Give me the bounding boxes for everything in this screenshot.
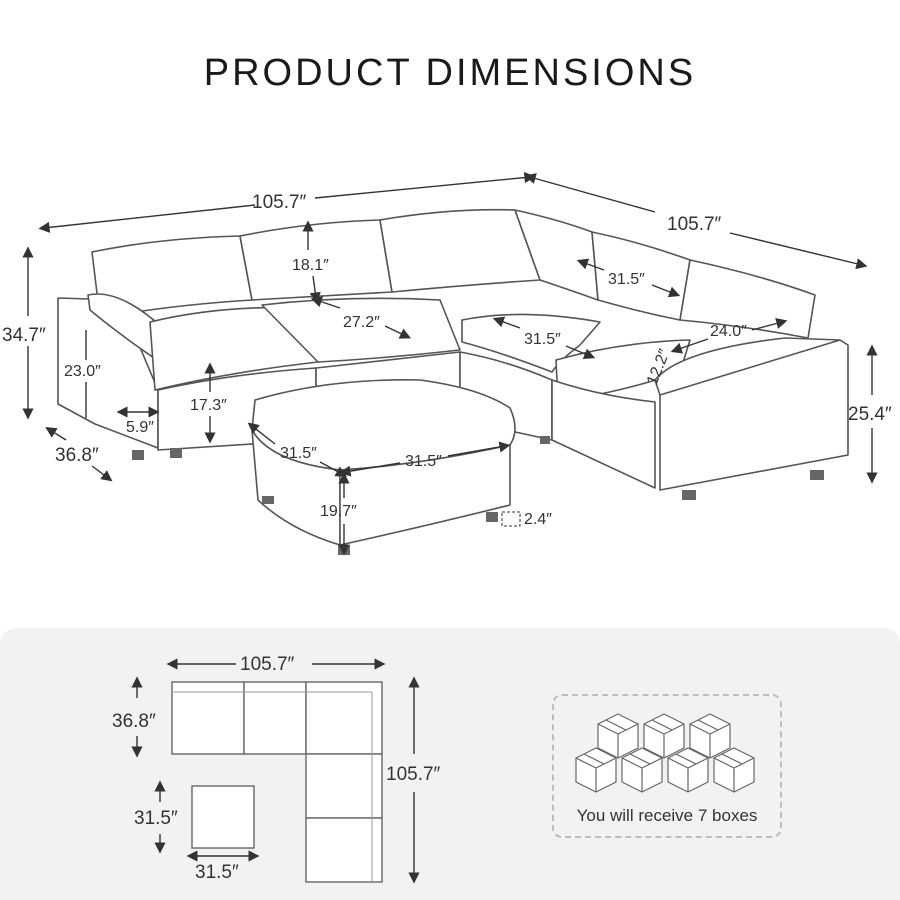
- box-icon: [621, 747, 663, 793]
- plan-dim-side-length: 105.7″: [386, 764, 441, 785]
- dim-seat-width-back-right: 31.5″: [608, 271, 645, 288]
- dim-ottoman-width: 31.5″: [405, 453, 442, 470]
- dim-height-right: 25.4″: [848, 404, 892, 425]
- box-icon: [597, 713, 639, 759]
- box-icon: [713, 747, 755, 793]
- ottoman-leg: [262, 496, 274, 504]
- plan-dim-width: 105.7″: [240, 654, 295, 675]
- plan-seat-section: [171, 681, 245, 755]
- box-icon: [643, 713, 685, 759]
- plan-dim-ottoman-width: 31.5″: [195, 862, 239, 883]
- dim-overall-depth-side: 105.7″: [667, 214, 722, 235]
- dim-ottoman-depth: 31.5″: [280, 445, 317, 462]
- boxes-caption: You will receive 7 boxes: [576, 806, 758, 825]
- box-icon: [667, 747, 709, 793]
- plan-ottoman: [191, 785, 255, 849]
- plan-seat-section: [305, 681, 383, 755]
- dim-seat-depth-left: 23.0″: [64, 363, 101, 380]
- sofa-perspective-drawing: 105.7″ 105.7″ 18.1″ 27.2″ 31.5″ 31.5″ 24…: [2, 171, 892, 556]
- seat-front: [551, 379, 656, 489]
- sofa-leg: [810, 470, 824, 480]
- plan-seat-section: [305, 753, 383, 819]
- dim-armrest-length: 24.0″: [710, 323, 747, 340]
- right-arm-top: [654, 337, 841, 396]
- dim-seat-width-center: 27.2″: [343, 314, 380, 331]
- sofa-leg: [170, 448, 182, 458]
- page-title: PRODUCT DIMENSIONS: [203, 52, 697, 94]
- dim-seat-depth: 36.8″: [55, 445, 99, 466]
- plan-dim-ottoman-depth: 31.5″: [134, 808, 178, 829]
- ottoman-front: [339, 444, 511, 546]
- box-icon: [689, 713, 731, 759]
- sofa-leg: [682, 490, 696, 500]
- plan-seat-section: [243, 681, 307, 755]
- seat-cushion: [461, 313, 601, 373]
- dim-back-cushion-height: 18.1″: [292, 257, 329, 274]
- boxes-info-card: You will receive 7 boxes: [552, 694, 782, 838]
- boxes-illustration: [575, 713, 755, 793]
- sofa-leg: [540, 436, 550, 444]
- sofa-plan-view: 105.7″ 36.8″ 105.7″ 31.5″ 31.5″: [112, 654, 441, 884]
- dim-total-height: 34.7″: [2, 325, 46, 346]
- plan-seat-section: [305, 817, 383, 883]
- dim-seat-height: 17.3″: [190, 397, 227, 414]
- back-cushion: [379, 208, 541, 293]
- dim-overall-width: 105.7″: [252, 192, 307, 213]
- back-cushion: [679, 259, 816, 339]
- box-icon: [575, 747, 617, 793]
- sofa-leg: [132, 450, 144, 460]
- dim-arm-width: 5.9″: [126, 419, 154, 436]
- plan-dim-depth: 36.8″: [112, 711, 156, 732]
- ottoman-leg: [486, 512, 498, 522]
- dim-seat-width-corner: 31.5″: [524, 331, 561, 348]
- dim-ottoman-height: 19.7″: [320, 503, 357, 520]
- dim-leg-height: 2.4″: [524, 511, 552, 528]
